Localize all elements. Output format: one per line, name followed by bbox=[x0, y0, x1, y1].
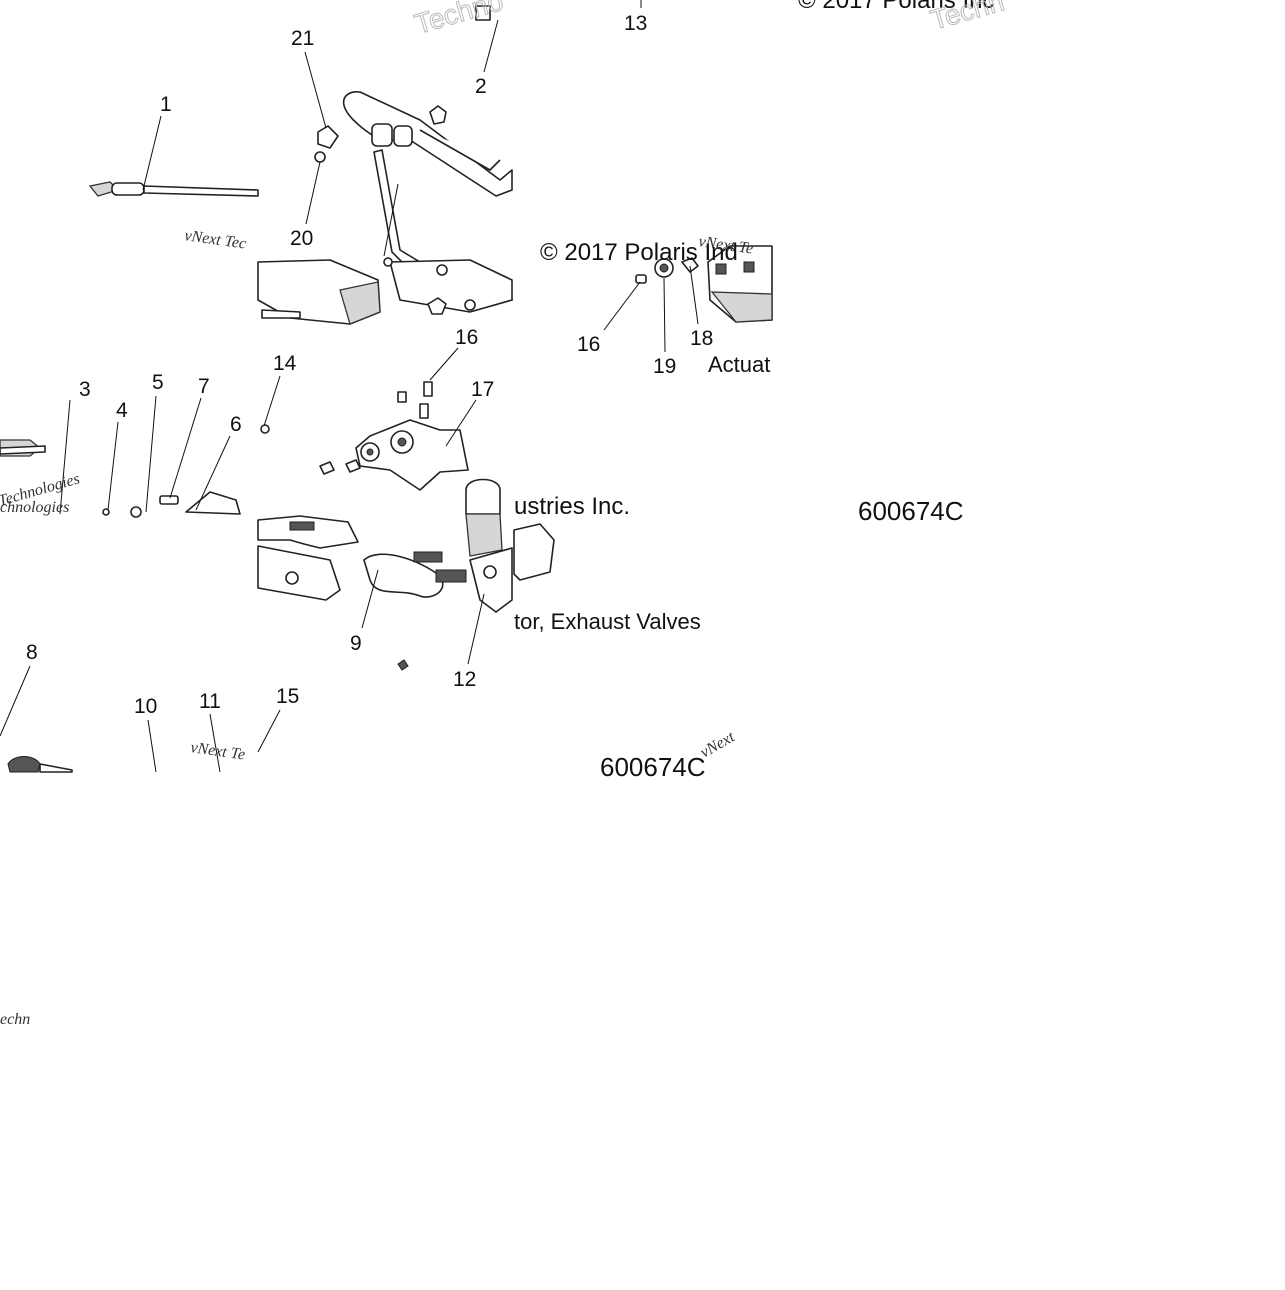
callout-20: 20 bbox=[290, 227, 313, 250]
caption-fragment-actuat: Actuat bbox=[708, 352, 770, 377]
part-8-gear bbox=[7, 756, 73, 773]
part-17-bracket bbox=[319, 381, 469, 491]
part-1-cable bbox=[88, 181, 259, 197]
copyright-fragment-2: © 2017 Polaris Inc bbox=[798, 0, 994, 14]
captions: Actuat tor, Exhaust Valves © 2017 Polari… bbox=[514, 0, 994, 782]
part-motor bbox=[465, 478, 503, 557]
part-springs-gasket bbox=[257, 515, 555, 671]
callout-11: 11 bbox=[199, 690, 221, 713]
caption-fragment-exhaust-valves: tor, Exhaust Valves bbox=[514, 609, 701, 634]
leader-lines bbox=[0, 0, 699, 773]
watermark-4: vNext bbox=[698, 728, 739, 761]
callout-4: 4 bbox=[116, 399, 128, 422]
watermark-1: vNext Tec bbox=[183, 227, 247, 252]
callout-18: 18 bbox=[690, 327, 713, 350]
watermark-3: vNext Te bbox=[189, 739, 246, 763]
part-actuator-cover bbox=[635, 245, 773, 323]
watermark-8: echn bbox=[0, 1011, 30, 1028]
watermark-9: Techn bbox=[927, 0, 1007, 36]
callout-2: 2 bbox=[475, 75, 487, 98]
callout-17: 17 bbox=[471, 378, 494, 401]
callout-7: 7 bbox=[198, 375, 210, 398]
part-housing-upper bbox=[257, 257, 513, 325]
callout-16-a: 16 bbox=[455, 326, 478, 349]
callout-21: 21 bbox=[291, 27, 314, 50]
part-links-left bbox=[0, 424, 270, 518]
callout-15: 15 bbox=[276, 685, 299, 708]
callout-9: 9 bbox=[350, 632, 362, 655]
watermark-5: Techno bbox=[411, 0, 506, 40]
callouts: 1 2 3 4 5 6 7 8 9 10 11 12 13 14 15 16 1… bbox=[26, 12, 713, 718]
callout-16-b: 16 bbox=[577, 333, 600, 356]
callout-13: 13 bbox=[624, 12, 647, 35]
watermark-7: chnologies bbox=[0, 499, 69, 516]
drawing-code-2: 600674C bbox=[600, 752, 706, 782]
part-hose-assembly bbox=[314, 5, 513, 301]
callout-1: 1 bbox=[160, 93, 172, 116]
callout-3: 3 bbox=[79, 378, 91, 401]
callout-5: 5 bbox=[152, 371, 164, 394]
callout-19: 19 bbox=[653, 355, 676, 378]
callout-14: 14 bbox=[273, 352, 297, 375]
drawing-code-1: 600674C bbox=[858, 496, 964, 526]
callout-12: 12 bbox=[453, 668, 476, 691]
watermarks: vNext Tec vNext Te vNext Te vNext Techno… bbox=[0, 0, 1008, 1028]
callout-8: 8 bbox=[26, 641, 38, 664]
callout-6: 6 bbox=[230, 413, 242, 436]
copyright-fragment-1: © 2017 Polaris Ind bbox=[540, 239, 738, 266]
copyright-fragment-3: ustries Inc. bbox=[514, 493, 630, 520]
callout-10: 10 bbox=[134, 695, 157, 718]
